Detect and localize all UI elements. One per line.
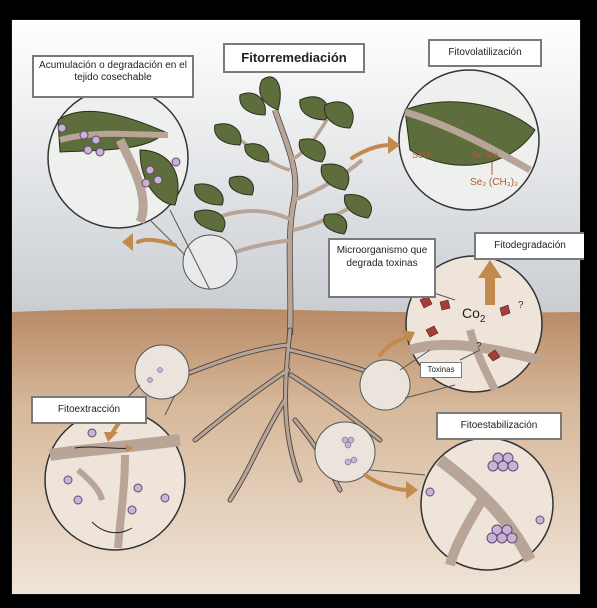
zoom-source-root-bottom (315, 422, 375, 482)
title-box: Fitorremediación (223, 43, 365, 73)
circle-phytostabilization (421, 438, 553, 570)
zoom-source-leaf (183, 235, 237, 289)
circle-phytovolatilization: SeO Se Me Se₂ (CH₃)₂ (399, 70, 539, 210)
toxins-label: Toxinas (420, 362, 462, 378)
se-formula: Se₂ (CH₃)₂ (470, 177, 518, 188)
phytoextraction-label: Fitoextracción (31, 396, 147, 424)
zoom-source-root-left (135, 345, 189, 399)
phytodegradation-label: Fitodegradación (474, 232, 584, 260)
microorganism-label: Microorganismo que degrada toxinas (328, 238, 436, 298)
zoom-source-root-right (360, 360, 410, 410)
phytovolatilization-label: Fitovolatilización (428, 39, 542, 67)
phyto-text-1: SeO (412, 150, 430, 160)
question-mark-1: ? (518, 300, 524, 311)
circle-accumulation (48, 88, 188, 228)
phytostabilization-label: Fitoestabilización (436, 412, 562, 440)
phyto-text-2: Se Me (472, 150, 498, 160)
accumulation-label: Acumulación o degradación en el tejido c… (32, 55, 194, 98)
